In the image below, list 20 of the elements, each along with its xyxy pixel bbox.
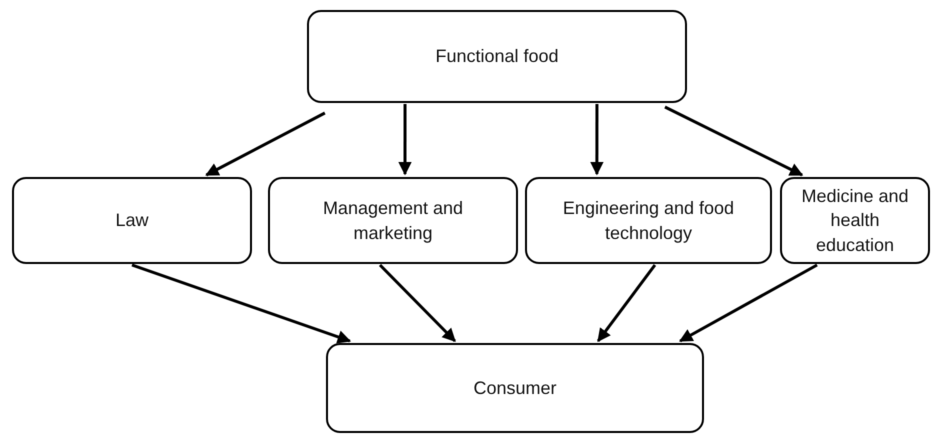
process-box: [525, 177, 772, 264]
process-box: [268, 177, 518, 264]
box-label: Engineering and food technology: [562, 197, 736, 245]
arrow: [590, 104, 604, 176]
arrow: [664, 106, 804, 176]
box-label: Law: [115, 209, 149, 232]
arrow: [596, 264, 656, 342]
box-label: Functional food: [435, 45, 559, 68]
arrow: [132, 264, 352, 344]
arrow: [398, 104, 412, 176]
arrow: [205, 112, 326, 176]
box-label: Medicine and health education: [800, 185, 910, 257]
process-box: [326, 343, 704, 433]
process-box: [780, 177, 930, 264]
process-box: [12, 177, 252, 264]
box-label: Management and marketing: [322, 197, 464, 245]
arrow: [378, 264, 456, 342]
arrow: [679, 264, 818, 342]
process-box: [307, 10, 687, 103]
box-label: Consumer: [473, 376, 557, 400]
